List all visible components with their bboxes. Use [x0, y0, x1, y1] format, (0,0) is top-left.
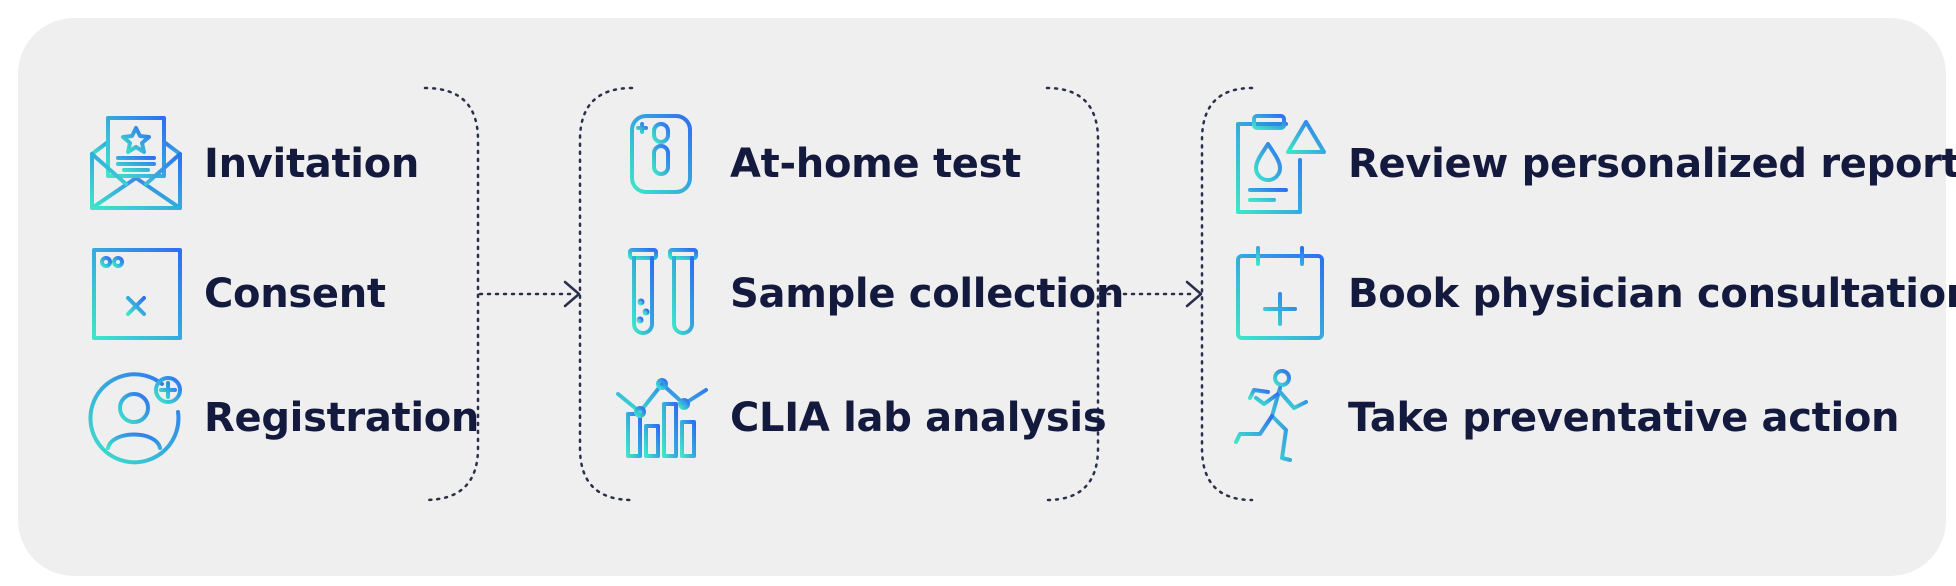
step-label: Sample collection: [730, 271, 1125, 317]
user-add-icon: [86, 368, 186, 468]
step-sample-collection: Sample collection: [612, 244, 1124, 344]
step-registration: Registration: [86, 368, 479, 468]
step-label: Consent: [204, 271, 386, 317]
step-label: Take preventative action: [1348, 395, 1900, 441]
clipboard-report-alert-icon: [1230, 114, 1330, 214]
step-label: Review personalized report: [1348, 141, 1956, 187]
browser-window-consent-icon: [86, 244, 186, 344]
step-consent: Consent: [86, 244, 386, 344]
step-at-home-test: At-home test: [612, 114, 1021, 220]
test-tubes-icon: [612, 244, 712, 344]
step-label: Book physician consultation: [1348, 271, 1956, 317]
step-label: CLIA lab analysis: [730, 395, 1107, 441]
step-label: At-home test: [730, 141, 1021, 187]
step-clia-lab-analysis: CLIA lab analysis: [612, 368, 1107, 468]
calendar-add-icon: [1230, 244, 1330, 344]
step-book-consultation: Book physician consultation: [1230, 244, 1956, 344]
home-test-swab-icon: [612, 114, 712, 220]
step-take-action: Take preventative action: [1230, 368, 1900, 468]
step-invitation: Invitation: [86, 114, 419, 214]
envelope-invitation-icon: [86, 114, 186, 214]
step-label: Registration: [204, 395, 480, 441]
step-label: Invitation: [204, 141, 420, 187]
diagram-panel: [18, 18, 1946, 576]
step-review-report: Review personalized report: [1230, 114, 1956, 214]
bar-line-chart-icon: [612, 368, 712, 468]
runner-icon: [1230, 368, 1330, 468]
